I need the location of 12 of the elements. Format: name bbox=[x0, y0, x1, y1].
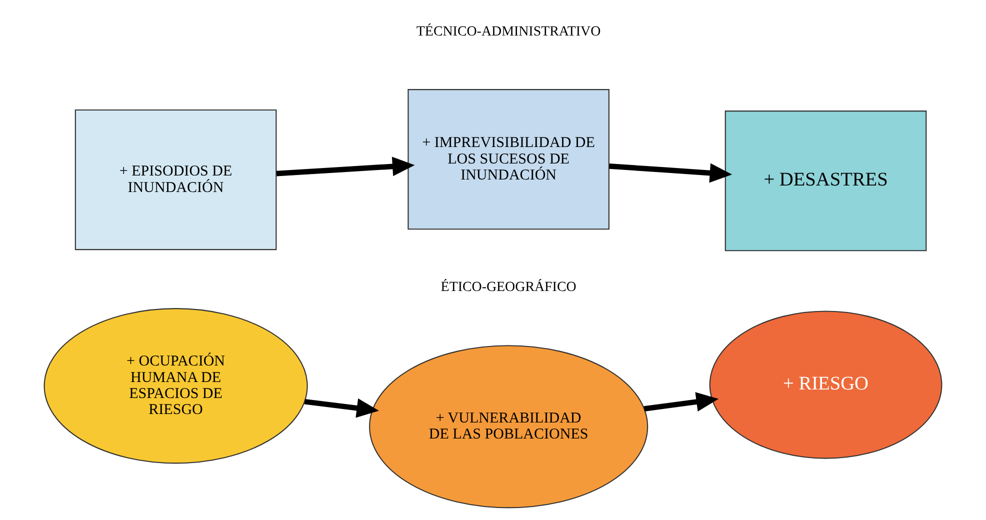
node-ellipse: + RIESGO bbox=[709, 310, 942, 459]
label: TÉCNICO-ADMINISTRATIVO bbox=[416, 24, 601, 40]
node-box: + DESASTRES bbox=[724, 110, 927, 252]
node-ellipse: + VULNERABILIDAD DE LAS POBLACIONES bbox=[369, 345, 648, 508]
label: ÉTICO-GEOGRÁFICO bbox=[440, 280, 576, 295]
arrow bbox=[276, 156, 415, 176]
node-box: + IMPREVISIBILIDAD DE LOS SUCESOS DE INUNDACIÓN bbox=[408, 89, 610, 230]
arrow bbox=[609, 163, 732, 183]
arrow bbox=[304, 398, 379, 418]
arrow bbox=[644, 392, 719, 412]
node-box: + EPISODIOS DE INUNDACIÓN bbox=[74, 109, 277, 250]
node-ellipse: + OCUPACIÓN HUMANA DE ESPACIOS DE RIESGO bbox=[44, 308, 308, 464]
